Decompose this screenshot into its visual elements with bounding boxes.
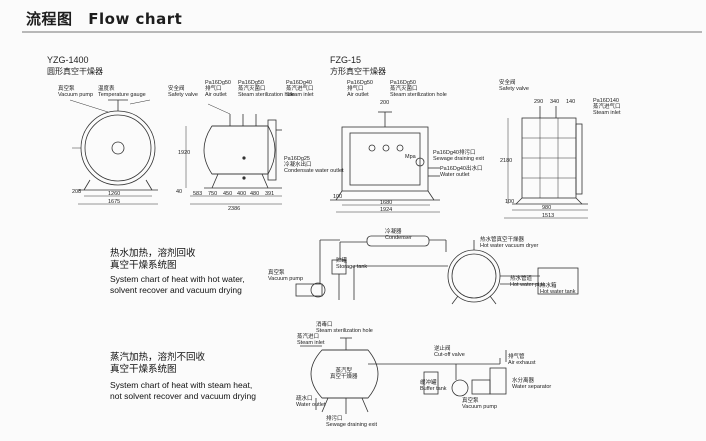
yzg-temp-gauge-label: 温度表 Temperature gauge bbox=[98, 86, 146, 98]
page-header: 流程图 Flow chart bbox=[0, 0, 706, 34]
sys2-vacuum-pump-label: 真空泵 Vacuum pump bbox=[462, 398, 498, 410]
header-divider bbox=[22, 31, 702, 33]
fzg-dim-100: 100 bbox=[333, 194, 343, 200]
yzg-dim-40: 40 bbox=[176, 189, 183, 195]
yzg-dim-583: 583 bbox=[193, 191, 203, 197]
fzg-dim-1513: 1513 bbox=[542, 213, 555, 219]
sys1-diagram bbox=[295, 235, 579, 305]
yzg-dim-750: 750 bbox=[208, 191, 218, 197]
sys2-steam-hole-label: 消毒口 Steam sterilization hole bbox=[316, 322, 373, 334]
page-title: 流程图 Flow chart bbox=[26, 8, 192, 29]
sys2-cutoff-label: 逆止阀 Cut-off valve bbox=[434, 346, 465, 358]
sys2-sewage-label: 排污口 Sewage draining exit bbox=[326, 416, 378, 428]
yzg-dim-208: 208 bbox=[72, 189, 82, 195]
title-cn: 流程图 bbox=[26, 10, 73, 28]
sys2-diagram bbox=[300, 337, 507, 414]
yzg-steam-hole-label: Pa16Dg50 蒸汽灭菌口 Steam sterilization hole bbox=[238, 80, 295, 98]
sys1-dryer-label: 热水管真空干燥器 Hot water vacuum dryer bbox=[480, 237, 539, 249]
yzg-air-outlet-label: Pa16Dg50 排气口 Air outlet bbox=[205, 80, 231, 98]
title-en: Flow chart bbox=[88, 10, 183, 28]
yzg-side-view bbox=[185, 103, 282, 205]
sys2-air-exhaust-label: 排气管 Air exhaust bbox=[508, 354, 536, 366]
fzg-dim-140: 140 bbox=[566, 99, 576, 105]
sys1-pipe-label: 热水管道 Hot water pipe bbox=[510, 276, 546, 288]
yzg-dim-2386: 2386 bbox=[228, 206, 241, 212]
fzg-name: 方形真空干燥器 bbox=[330, 67, 386, 76]
sys1-title-en: System chart of heat with hot water, sol… bbox=[110, 274, 245, 295]
sys1-title-cn: 热水加热，溶剂回收 真空干燥系统图 bbox=[110, 248, 196, 271]
yzg-dim-1675: 1675 bbox=[108, 199, 121, 205]
yzg-steam-inlet-label: Pa16Dg40 蒸汽进气口 Steam inlet bbox=[286, 80, 314, 98]
fzg-dim-2180: 2180 bbox=[500, 158, 513, 164]
fzg-dim-340: 340 bbox=[550, 99, 560, 105]
yzg-dim-391: 391 bbox=[265, 191, 275, 197]
fzg-sewage-label: Pa16Dg40排污口 Sewage draining exit bbox=[433, 150, 485, 162]
sys2-title-cn: 蒸汽加热，溶剂不回收 真空干燥系统图 bbox=[110, 352, 206, 375]
fzg-steam-inlet-label: Pa16D140 蒸汽进气口 Steam inlet bbox=[593, 98, 621, 116]
fzg-dim-1680: 1680 bbox=[380, 200, 393, 206]
yzg-front-view bbox=[69, 99, 158, 205]
sys2-steam-inlet-label: 蒸汽进口 Steam inlet bbox=[297, 334, 325, 346]
sys1-condenser-label: 冷凝器 Condenser bbox=[385, 229, 412, 241]
fzg-dim-100-side: 100 bbox=[505, 199, 515, 205]
sys1-pump-label: 真空泵 Vacuum pump bbox=[268, 270, 304, 282]
yzg-vacuum-pump-label: 真空泵 Vacuum pump bbox=[58, 86, 94, 98]
yzg-dim-1260: 1260 bbox=[108, 191, 121, 197]
yzg-dim-480: 480 bbox=[250, 191, 260, 197]
yzg-condensate-label: Pa16Dg25 冷凝水出口 Condensate water outlet bbox=[284, 156, 344, 174]
yzg-dim-400: 400 bbox=[237, 191, 247, 197]
fzg-model: FZG-15 bbox=[330, 55, 362, 65]
sys2-dryer-label: 蒸汽型 真空干燥器 bbox=[330, 368, 358, 380]
fzg-dim-1924: 1924 bbox=[380, 207, 393, 213]
sys2-separator-label: 水分离器 Water separator bbox=[512, 378, 552, 390]
fzg-safety-valve-label: 安全阀 Safety valve bbox=[499, 80, 529, 92]
fzg-steam-hole-label: Pa16Dg50 蒸汽灭菌口 Steam sterilization hole bbox=[390, 80, 447, 98]
sys1-storage-label: 贮罐 Storage tank bbox=[336, 258, 368, 270]
yzg-name: 圆形真空干燥器 bbox=[47, 67, 103, 76]
fzg-mpa-label: Mpa bbox=[405, 154, 416, 160]
yzg-dim-1920: 1920 bbox=[178, 150, 191, 156]
fzg-front-view bbox=[330, 111, 440, 213]
sys1-hot-tank-label: 热水箱 Hot water tank bbox=[540, 283, 576, 295]
fzg-side-view bbox=[504, 106, 588, 219]
fzg-dim-290: 290 bbox=[534, 99, 544, 105]
fzg-water-outlet-label: Pa16Dg40出水口 Water outlet bbox=[440, 166, 483, 178]
yzg-model: YZG-1400 bbox=[47, 55, 89, 65]
sys2-buffer-label: 缓冲罐 Buffer tank bbox=[420, 380, 447, 392]
sys2-water-outlet-label: 疏水口 Water outlet bbox=[296, 396, 326, 408]
yzg-dim-450: 450 bbox=[223, 191, 233, 197]
sys2-title-en: System chart of heat with steam heat, no… bbox=[110, 380, 256, 401]
fzg-dim-200: 200 bbox=[380, 100, 390, 106]
fzg-dim-980: 980 bbox=[542, 205, 552, 211]
fzg-air-outlet-label: Pa16Dg50 排气口 Air outlet bbox=[347, 80, 373, 98]
yzg-safety-valve-label: 安全阀 Safety valve bbox=[168, 86, 198, 98]
